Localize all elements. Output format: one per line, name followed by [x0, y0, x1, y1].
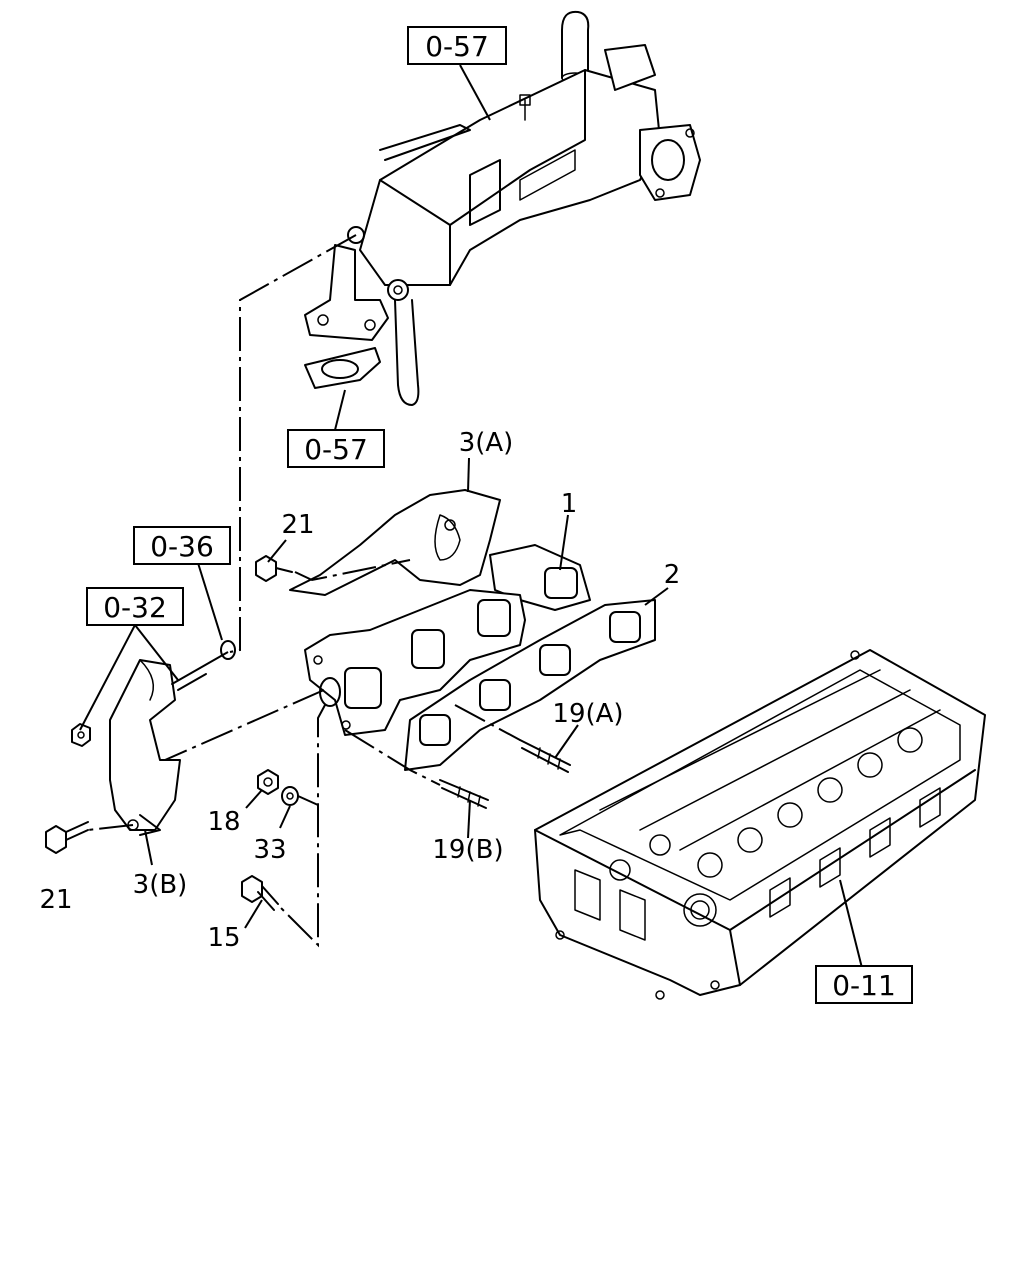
part-label-21-bottom: 21 [39, 885, 72, 915]
heat-shield-b-drawing [109, 659, 181, 836]
exhaust-manifold-drawing [304, 589, 526, 736]
heat-shield-a-drawing [289, 489, 501, 596]
leader-lines [79, 64, 863, 969]
ref-label-0-11: 0-11 [832, 969, 896, 1002]
part-label-3a: 3(A) [459, 428, 514, 458]
part-label-15: 15 [207, 923, 240, 953]
assembly-lines [87, 234, 521, 948]
ref-label-0-57-gasket: 0-57 [304, 433, 368, 466]
ref-box-0-11[interactable]: 0-11 [815, 965, 913, 1004]
part-label-3b: 3(B) [133, 870, 188, 900]
ref-label-0-57-top: 0-57 [425, 30, 489, 63]
egr-cooler-drawing [304, 10, 701, 406]
ref-box-0-32[interactable]: 0-32 [86, 587, 184, 626]
part-label-19a: 19(A) [552, 699, 623, 729]
part-label-21-top: 21 [281, 510, 314, 540]
part-label-2: 2 [664, 560, 681, 590]
ref-label-0-36: 0-36 [150, 530, 214, 563]
gasket-2-drawing [404, 599, 656, 771]
cylinder-head-drawing [534, 649, 986, 1000]
ref-box-0-57-gasket[interactable]: 0-57 [287, 429, 385, 468]
ref-box-0-36[interactable]: 0-36 [133, 526, 231, 565]
part-label-1: 1 [561, 489, 578, 519]
fasteners-drawing [45, 555, 571, 911]
part-label-19b: 19(B) [432, 835, 503, 865]
part-label-33: 33 [253, 835, 286, 865]
part-label-18: 18 [207, 807, 240, 837]
ref-box-0-57-top[interactable]: 0-57 [407, 26, 507, 65]
ref-label-0-32: 0-32 [103, 591, 167, 624]
